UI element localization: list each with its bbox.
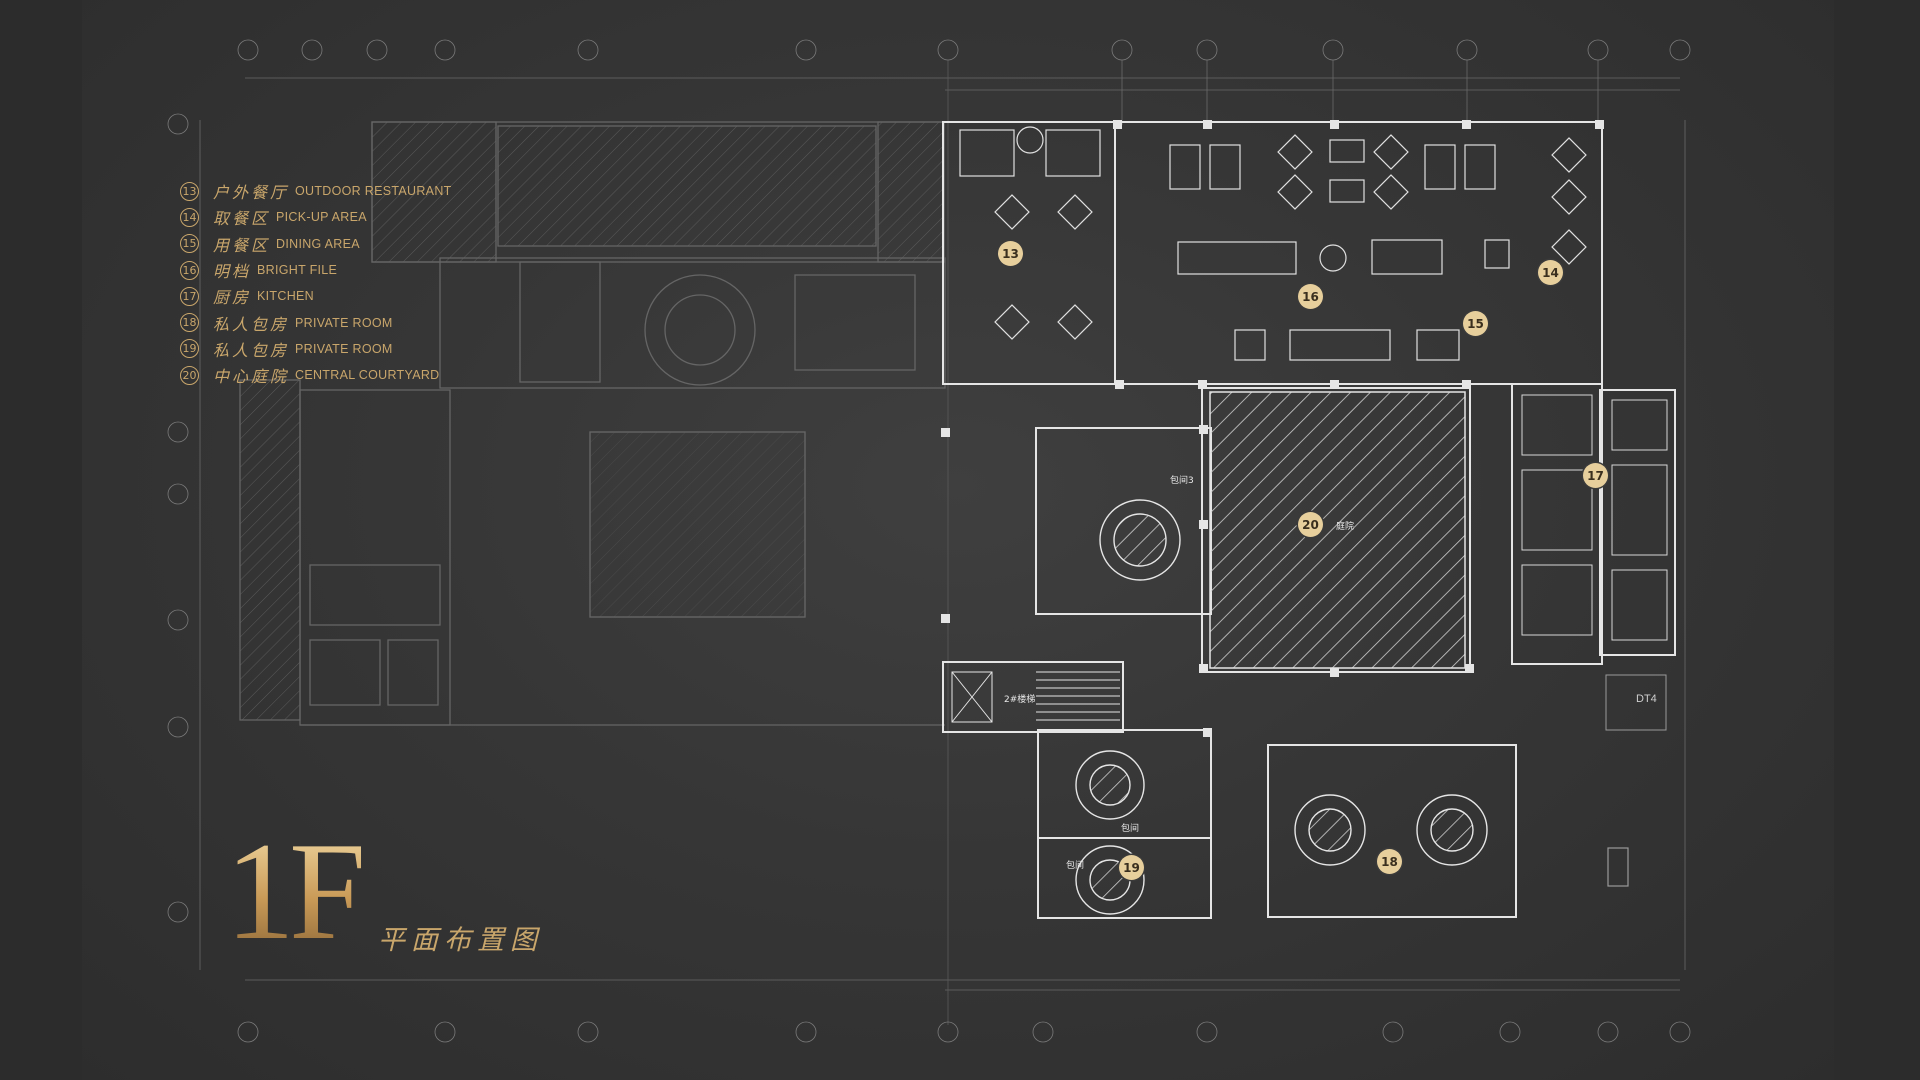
label-stair: 2#楼梯 bbox=[1004, 695, 1036, 705]
small-equipment bbox=[1607, 847, 1629, 887]
marker-13: 13 bbox=[998, 241, 1023, 266]
legend-item: 20 中心庭院 CENTRAL COURTYARD bbox=[180, 362, 480, 388]
courtyard-hatch bbox=[1209, 391, 1466, 669]
grid-lines bbox=[199, 60, 1686, 1025]
legend-item: 16 明档 BRIGHT FILE bbox=[180, 257, 480, 283]
kitchen-fixtures bbox=[1521, 394, 1668, 641]
legend-chinese: 厨房 bbox=[213, 288, 252, 308]
legend-english: BRIGHT FILE bbox=[257, 263, 338, 278]
legend-number: 19 bbox=[180, 339, 199, 359]
legend-number: 17 bbox=[180, 286, 199, 306]
legend-chinese: 用餐区 bbox=[213, 235, 271, 255]
legend-english: DINING AREA bbox=[276, 236, 360, 251]
legend-chinese: 私人包房 bbox=[213, 314, 290, 334]
left-wing-faded bbox=[239, 121, 946, 726]
legend-number: 18 bbox=[180, 313, 199, 333]
dining-tables bbox=[959, 126, 1587, 361]
marker-14: 14 bbox=[1538, 260, 1563, 285]
marker-20: 20 bbox=[1298, 512, 1323, 537]
marker-18: 18 bbox=[1377, 849, 1402, 874]
legend-english: PICK-UP AREA bbox=[276, 210, 367, 225]
round-tables bbox=[1075, 499, 1488, 915]
legend-number: 14 bbox=[180, 207, 199, 227]
floor-subtitle: 平面布置图 bbox=[378, 925, 543, 956]
legend-chinese: 明档 bbox=[213, 262, 252, 282]
legend-number: 20 bbox=[180, 365, 199, 385]
legend-number: 13 bbox=[180, 181, 199, 201]
label-courtyard: 庭院 bbox=[1336, 522, 1355, 532]
legend-chinese: 取餐区 bbox=[213, 209, 271, 229]
legend-number: 15 bbox=[180, 234, 199, 254]
legend-item: 14 取餐区 PICK-UP AREA bbox=[180, 204, 480, 230]
legend-number: 16 bbox=[180, 260, 199, 280]
legend-english: CENTRAL COURTYARD bbox=[295, 368, 440, 383]
legend-chinese: 私人包房 bbox=[213, 340, 290, 360]
legend-item: 19 私人包房 PRIVATE ROOM bbox=[180, 336, 480, 362]
legend-english: OUTDOOR RESTAURANT bbox=[295, 184, 452, 199]
label-private-room-b: 包间 bbox=[1066, 861, 1085, 871]
marker-19: 19 bbox=[1119, 855, 1144, 880]
legend-item: 17 厨房 KITCHEN bbox=[180, 283, 480, 309]
legend-chinese: 中心庭院 bbox=[213, 367, 290, 387]
legend-item: 13 户外餐厅 OUTDOOR RESTAURANT bbox=[180, 178, 480, 204]
legend: 13 户外餐厅 OUTDOOR RESTAURANT 14 取餐区 PICK-U… bbox=[180, 178, 480, 388]
marker-15: 15 bbox=[1463, 311, 1488, 336]
dt4-box bbox=[1605, 674, 1667, 731]
stair-lines bbox=[951, 671, 1120, 723]
marker-16: 16 bbox=[1298, 284, 1323, 309]
legend-english: KITCHEN bbox=[257, 289, 314, 304]
legend-english: PRIVATE ROOM bbox=[295, 315, 393, 330]
grid-bubbles bbox=[167, 39, 1691, 1043]
floor-title: 1F bbox=[225, 814, 367, 969]
legend-chinese: 户外餐厅 bbox=[213, 183, 290, 203]
label-private-room: 包间 bbox=[1121, 824, 1140, 834]
legend-english: PRIVATE ROOM bbox=[295, 341, 393, 356]
label-private-room-3: 包间3 bbox=[1170, 476, 1194, 486]
legend-item: 18 私人包房 PRIVATE ROOM bbox=[180, 309, 480, 335]
label-dt4: DT4 bbox=[1636, 693, 1657, 705]
marker-17: 17 bbox=[1583, 463, 1608, 488]
legend-item: 15 用餐区 DINING AREA bbox=[180, 231, 480, 257]
